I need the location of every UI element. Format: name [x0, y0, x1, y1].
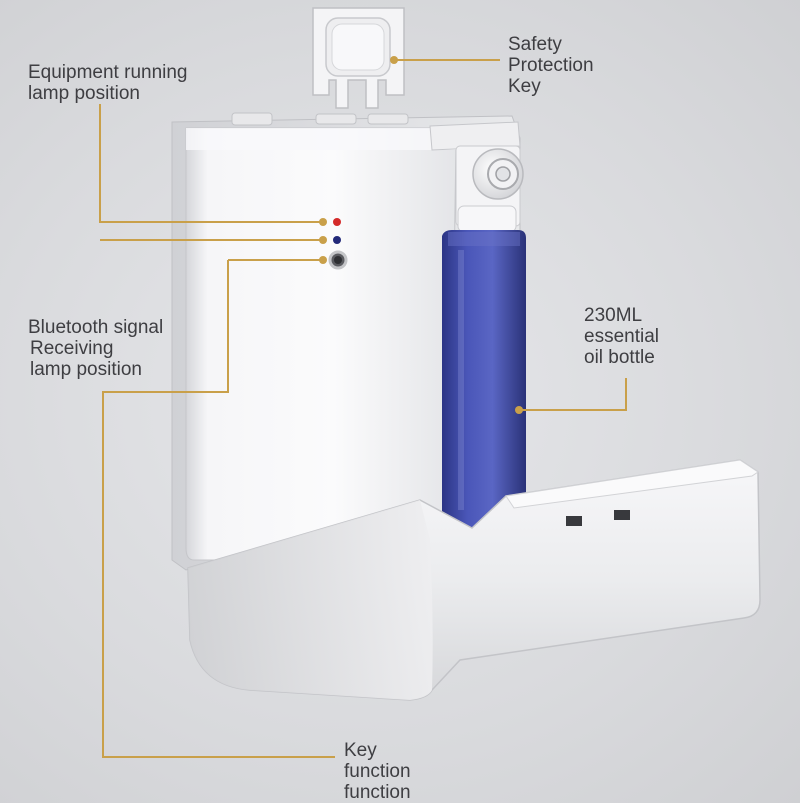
label-equipment-running-lamp: Equipment running lamp position — [28, 62, 188, 104]
indicator-lamps — [328, 218, 348, 270]
running-lamp — [333, 218, 341, 226]
label-line: lamp position — [30, 359, 142, 380]
label-line: essential — [584, 326, 659, 347]
label-safety-key: Safety Protection Key — [508, 34, 594, 97]
label-line: Safety — [508, 34, 562, 55]
essential-oil-bottle — [442, 230, 526, 528]
label-bluetooth-lamp: Bluetooth signal Receiving lamp position — [28, 317, 163, 380]
label-line: Receiving — [30, 338, 114, 359]
leader-bottle — [522, 378, 627, 411]
label-line: Protection — [508, 55, 594, 76]
bluetooth-lamp — [333, 236, 341, 244]
label-line: 230ML — [584, 305, 643, 326]
leader-key — [102, 260, 335, 758]
safety-protection-key — [312, 7, 405, 109]
label-line: Bluetooth signal — [28, 317, 164, 338]
label-line: oil bottle — [584, 347, 655, 368]
leader-lines — [99, 59, 627, 758]
device-main-body — [185, 127, 457, 561]
leader-running — [99, 104, 320, 223]
label-line: Key — [508, 76, 541, 97]
label-line: function — [344, 782, 411, 803]
atomizer-nozzle — [472, 148, 524, 200]
label-line: function — [344, 761, 411, 782]
label-key-function: Key function function — [344, 740, 411, 803]
label-line: Equipment running — [28, 62, 188, 83]
front-cover-open — [187, 459, 761, 701]
label-line: lamp position — [28, 83, 140, 104]
leader-dots — [319, 56, 523, 414]
label-oil-bottle: 230ML essential oil bottle — [584, 305, 659, 368]
label-line: Key — [344, 740, 377, 761]
